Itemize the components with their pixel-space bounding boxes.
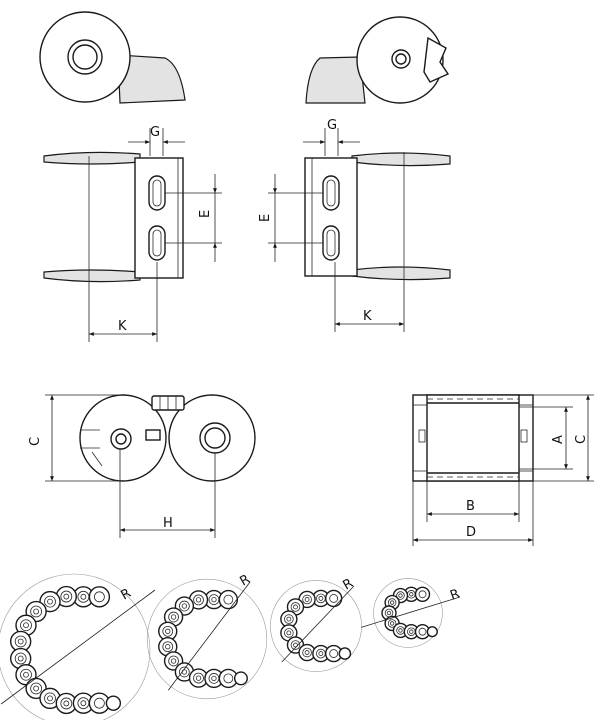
bend-radius-chains <box>0 573 461 720</box>
label-k-left: K <box>118 319 127 334</box>
label-g-right: G <box>327 118 337 133</box>
side-view-right <box>305 16 450 104</box>
label-r-2: R <box>238 572 253 590</box>
label-r-1: R <box>119 586 134 604</box>
label-a: A <box>551 435 566 444</box>
label-k-right: K <box>363 309 372 324</box>
label-e-right: E <box>258 214 273 222</box>
label-d: D <box>466 525 476 540</box>
label-h: H <box>163 516 173 531</box>
top-view-right <box>268 128 451 332</box>
label-c-left: C <box>28 437 43 446</box>
label-e-left: E <box>198 210 213 218</box>
link-front-view <box>412 394 594 546</box>
label-r-4: R <box>448 587 462 604</box>
chain-1 <box>0 573 156 720</box>
label-g-left: G <box>150 125 160 140</box>
label-c-right: C <box>574 435 589 444</box>
chain-3 <box>270 580 362 672</box>
side-view-left <box>39 11 186 104</box>
top-view-left <box>43 128 222 342</box>
label-r-3: R <box>341 576 356 594</box>
link-side-view <box>45 394 256 538</box>
chain-2 <box>146 578 268 700</box>
chain-4 <box>361 578 461 648</box>
label-b: B <box>466 499 475 514</box>
